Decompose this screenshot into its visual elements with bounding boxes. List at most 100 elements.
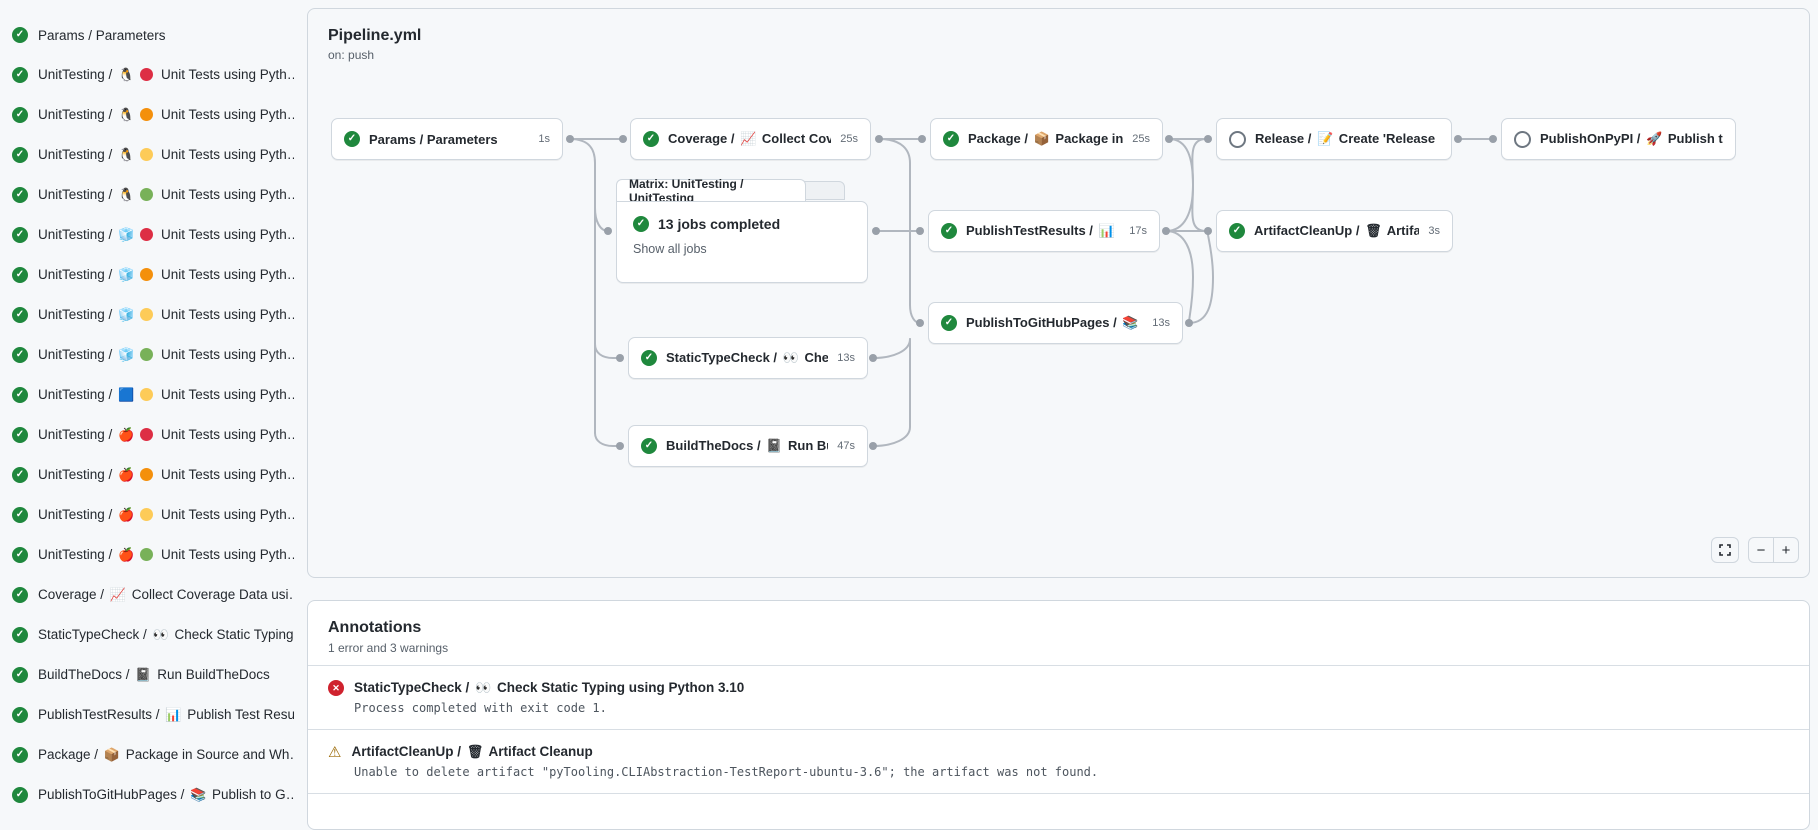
graph-controls: − + — [1711, 537, 1799, 563]
bar-chart-icon: 📊 — [1098, 223, 1115, 238]
sidebar-item-unittesting-macos-orange[interactable]: ✓UnitTesting / 🍎 Unit Tests using Pyth… — [0, 455, 300, 495]
node-label: PublishTestResults / 📊 Pu… — [966, 223, 1115, 238]
sidebar-item-label: UnitTesting / 🍎 Unit Tests using Pyth… — [38, 507, 294, 522]
success-icon: ✓ — [943, 131, 959, 147]
skipped-icon — [1514, 130, 1531, 148]
fullscreen-button[interactable] — [1711, 537, 1739, 563]
success-icon: ✓ — [12, 27, 28, 43]
warning-icon: ⚠ — [328, 743, 342, 761]
graph-node-coverage[interactable]: ✓Coverage / 📈 Collect Cove…25s — [630, 118, 871, 160]
eyes-icon: 👀 — [152, 627, 169, 642]
zoom-in-button[interactable]: + — [1773, 538, 1798, 562]
success-icon: ✓ — [344, 131, 360, 147]
ice-cube-icon: 🧊 — [118, 307, 135, 322]
annotation-job-link[interactable]: StaticTypeCheck / 👀 Check Static Typing … — [354, 680, 745, 695]
sidebar-item-unittesting-linux-yellow[interactable]: ✓UnitTesting / 🐧 Unit Tests using Pyth… — [0, 135, 300, 175]
sidebar-item-unittesting-windows-orange[interactable]: ✓UnitTesting / 🧊 Unit Tests using Pyth… — [0, 255, 300, 295]
chart-increasing-icon: 📈 — [109, 587, 126, 602]
linux-penguin-icon: 🐧 — [118, 67, 135, 82]
matrix-group-node[interactable]: ✓ 13 jobs completed Show all jobs — [616, 201, 868, 283]
sidebar-item-unittesting-linux-red[interactable]: ✓UnitTesting / 🐧 Unit Tests using Pyth… — [0, 55, 300, 95]
linux-penguin-icon: 🐧 — [118, 107, 135, 122]
error-icon: ✕ — [328, 680, 344, 696]
graph-node-publishtestresults[interactable]: ✓ PublishTestResults / 📊 Pu… 17s — [928, 210, 1160, 252]
python-version-yellow-dot — [140, 508, 154, 521]
graph-node-publishonpypi[interactable]: PublishOnPyPI / 🚀 Publish to … — [1501, 118, 1736, 160]
sidebar-item-unittesting-linux-green[interactable]: ✓UnitTesting / 🐧 Unit Tests using Pyth… — [0, 175, 300, 215]
sidebar-item-label: UnitTesting / 🐧 Unit Tests using Pyth… — [38, 147, 294, 162]
python-version-orange-dot — [140, 108, 154, 121]
sidebar-item-package[interactable]: ✓ Package / 📦 Package in Source and Wh… — [0, 735, 300, 775]
graph-node-buildthedocs[interactable]: ✓BuildTheDocs / 📓 Run Buil…47s — [628, 425, 868, 467]
python-version-orange-dot — [140, 268, 154, 281]
sidebar-item-unittesting-macos-red[interactable]: ✓UnitTesting / 🍎 Unit Tests using Pyth… — [0, 415, 300, 455]
graph-header: Pipeline.yml on: push — [328, 27, 421, 62]
books-icon: 📚 — [1122, 315, 1139, 330]
graph-node-artifactcleanup[interactable]: ✓ArtifactCleanUp / 🗑 Artifac…3s — [1216, 210, 1453, 252]
node-label: Release / 📝 Create 'Release P… — [1255, 131, 1439, 146]
sidebar-item-label: BuildTheDocs / 📓 Run BuildTheDocs — [38, 667, 270, 682]
sidebar-item-buildthedocs[interactable]: ✓BuildTheDocs / 📓 Run BuildTheDocs — [0, 655, 300, 695]
annotation-job-link[interactable]: ArtifactCleanUp / 🗑 Artifact Cleanup — [351, 744, 593, 759]
sidebar-item-unittesting-windows-yellow[interactable]: ✓UnitTesting / 🧊 Unit Tests using Pyth… — [0, 295, 300, 335]
annotations-summary: 1 error and 3 warnings — [328, 641, 449, 655]
python-version-green-dot — [140, 348, 154, 361]
annotations-title: Annotations — [328, 619, 422, 636]
workflow-trigger: on: push — [328, 48, 375, 62]
annotations-list: ✕ StaticTypeCheck / 👀 Check Static Typing… — [308, 665, 1809, 822]
success-icon: ✓ — [641, 350, 657, 366]
success-icon: ✓ — [941, 223, 957, 239]
sidebar-item-unittesting-linux-orange[interactable]: ✓UnitTesting / 🐧 Unit Tests using Pyth… — [0, 95, 300, 135]
chart-increasing-icon: 📈 — [740, 131, 757, 146]
graph-node-package[interactable]: ✓Package / 📦 Package in So…25s — [930, 118, 1163, 160]
sidebar-item-unittesting-windows-green[interactable]: ✓UnitTesting / 🧊 Unit Tests using Pyth… — [0, 335, 300, 375]
node-duration: 3s — [1428, 225, 1440, 237]
workflow-file-title: Pipeline.yml — [328, 27, 422, 44]
zoom-out-button[interactable]: − — [1756, 541, 1766, 559]
sidebar-item-unittesting-macos-green[interactable]: ✓UnitTesting / 🍎 Unit Tests using Pyth… — [0, 535, 300, 575]
success-icon: ✓ — [641, 438, 657, 454]
python-version-green-dot — [140, 548, 154, 561]
sidebar-item-label: UnitTesting / 🧊 Unit Tests using Pyth… — [38, 347, 294, 362]
annotation-row-next — [308, 793, 1809, 822]
python-version-yellow-dot — [140, 148, 154, 161]
success-icon: ✓ — [1229, 223, 1245, 239]
sidebar-item-unittesting-windows-red[interactable]: ✓UnitTesting / 🧊 Unit Tests using Pyth… — [0, 215, 300, 255]
apple-icon: 🍎 — [118, 547, 135, 562]
sidebar-item-publishtestresults[interactable]: ✓PublishTestResults / 📊 Publish Test Res… — [0, 695, 300, 735]
node-duration: 47s — [837, 440, 855, 452]
success-icon: ✓ — [12, 747, 28, 763]
python-version-orange-dot — [140, 468, 154, 481]
sidebar-item-statictypecheck[interactable]: ✓StaticTypeCheck / 👀 Check Static Typing… — [0, 615, 300, 655]
sidebar-item-params[interactable]: ✓Params / Parameters — [0, 15, 300, 55]
eyes-icon: 👀 — [782, 350, 799, 365]
node-label: Coverage / 📈 Collect Cove… — [668, 131, 831, 146]
sidebar-item-coverage[interactable]: ✓Coverage / 📈 Collect Coverage Data usi… — [0, 575, 300, 615]
books-icon: 📚 — [190, 787, 207, 802]
sidebar-item-unittesting-pypy-yellow[interactable]: ✓UnitTesting / 🟦 Unit Tests using Pyth… — [0, 375, 300, 415]
graph-node-release[interactable]: Release / 📝 Create 'Release P… — [1216, 118, 1452, 160]
graph-node-statictypecheck[interactable]: ✓StaticTypeCheck / 👀 Chec…13s — [628, 337, 868, 379]
success-icon: ✓ — [12, 107, 28, 123]
sidebar-item-label: Package / 📦 Package in Source and Wh… — [38, 747, 294, 762]
matrix-tab: Matrix: UnitTesting / UnitTesting — [616, 177, 806, 205]
wastebasket-icon: 🗑 — [466, 744, 484, 759]
graph-node-publishtogithubpages[interactable]: ✓PublishToGitHubPages / 📚 …13s — [928, 302, 1183, 344]
node-duration: 17s — [1129, 225, 1147, 237]
show-all-jobs-link[interactable]: Show all jobs — [633, 242, 707, 256]
annotations-header: Annotations 1 error and 3 warnings — [308, 601, 1809, 665]
annotation-title-line: ⚠ ArtifactCleanUp / 🗑 Artifact Cleanup — [328, 744, 1789, 760]
sidebar-item-publishtogithubpages[interactable]: ✓PublishToGitHubPages / 📚 Publish to G… — [0, 775, 300, 815]
sidebar-item-unittesting-macos-yellow[interactable]: ✓UnitTesting / 🍎 Unit Tests using Pyth… — [0, 495, 300, 535]
node-duration: 1s — [538, 133, 550, 145]
success-icon: ✓ — [12, 307, 28, 323]
node-duration: 25s — [840, 133, 858, 145]
node-duration: 13s — [837, 352, 855, 364]
success-icon: ✓ — [12, 587, 28, 603]
python-version-red-dot — [140, 68, 154, 81]
sidebar-item-label: UnitTesting / 🍎 Unit Tests using Pyth… — [38, 427, 294, 442]
success-icon: ✓ — [941, 315, 957, 331]
